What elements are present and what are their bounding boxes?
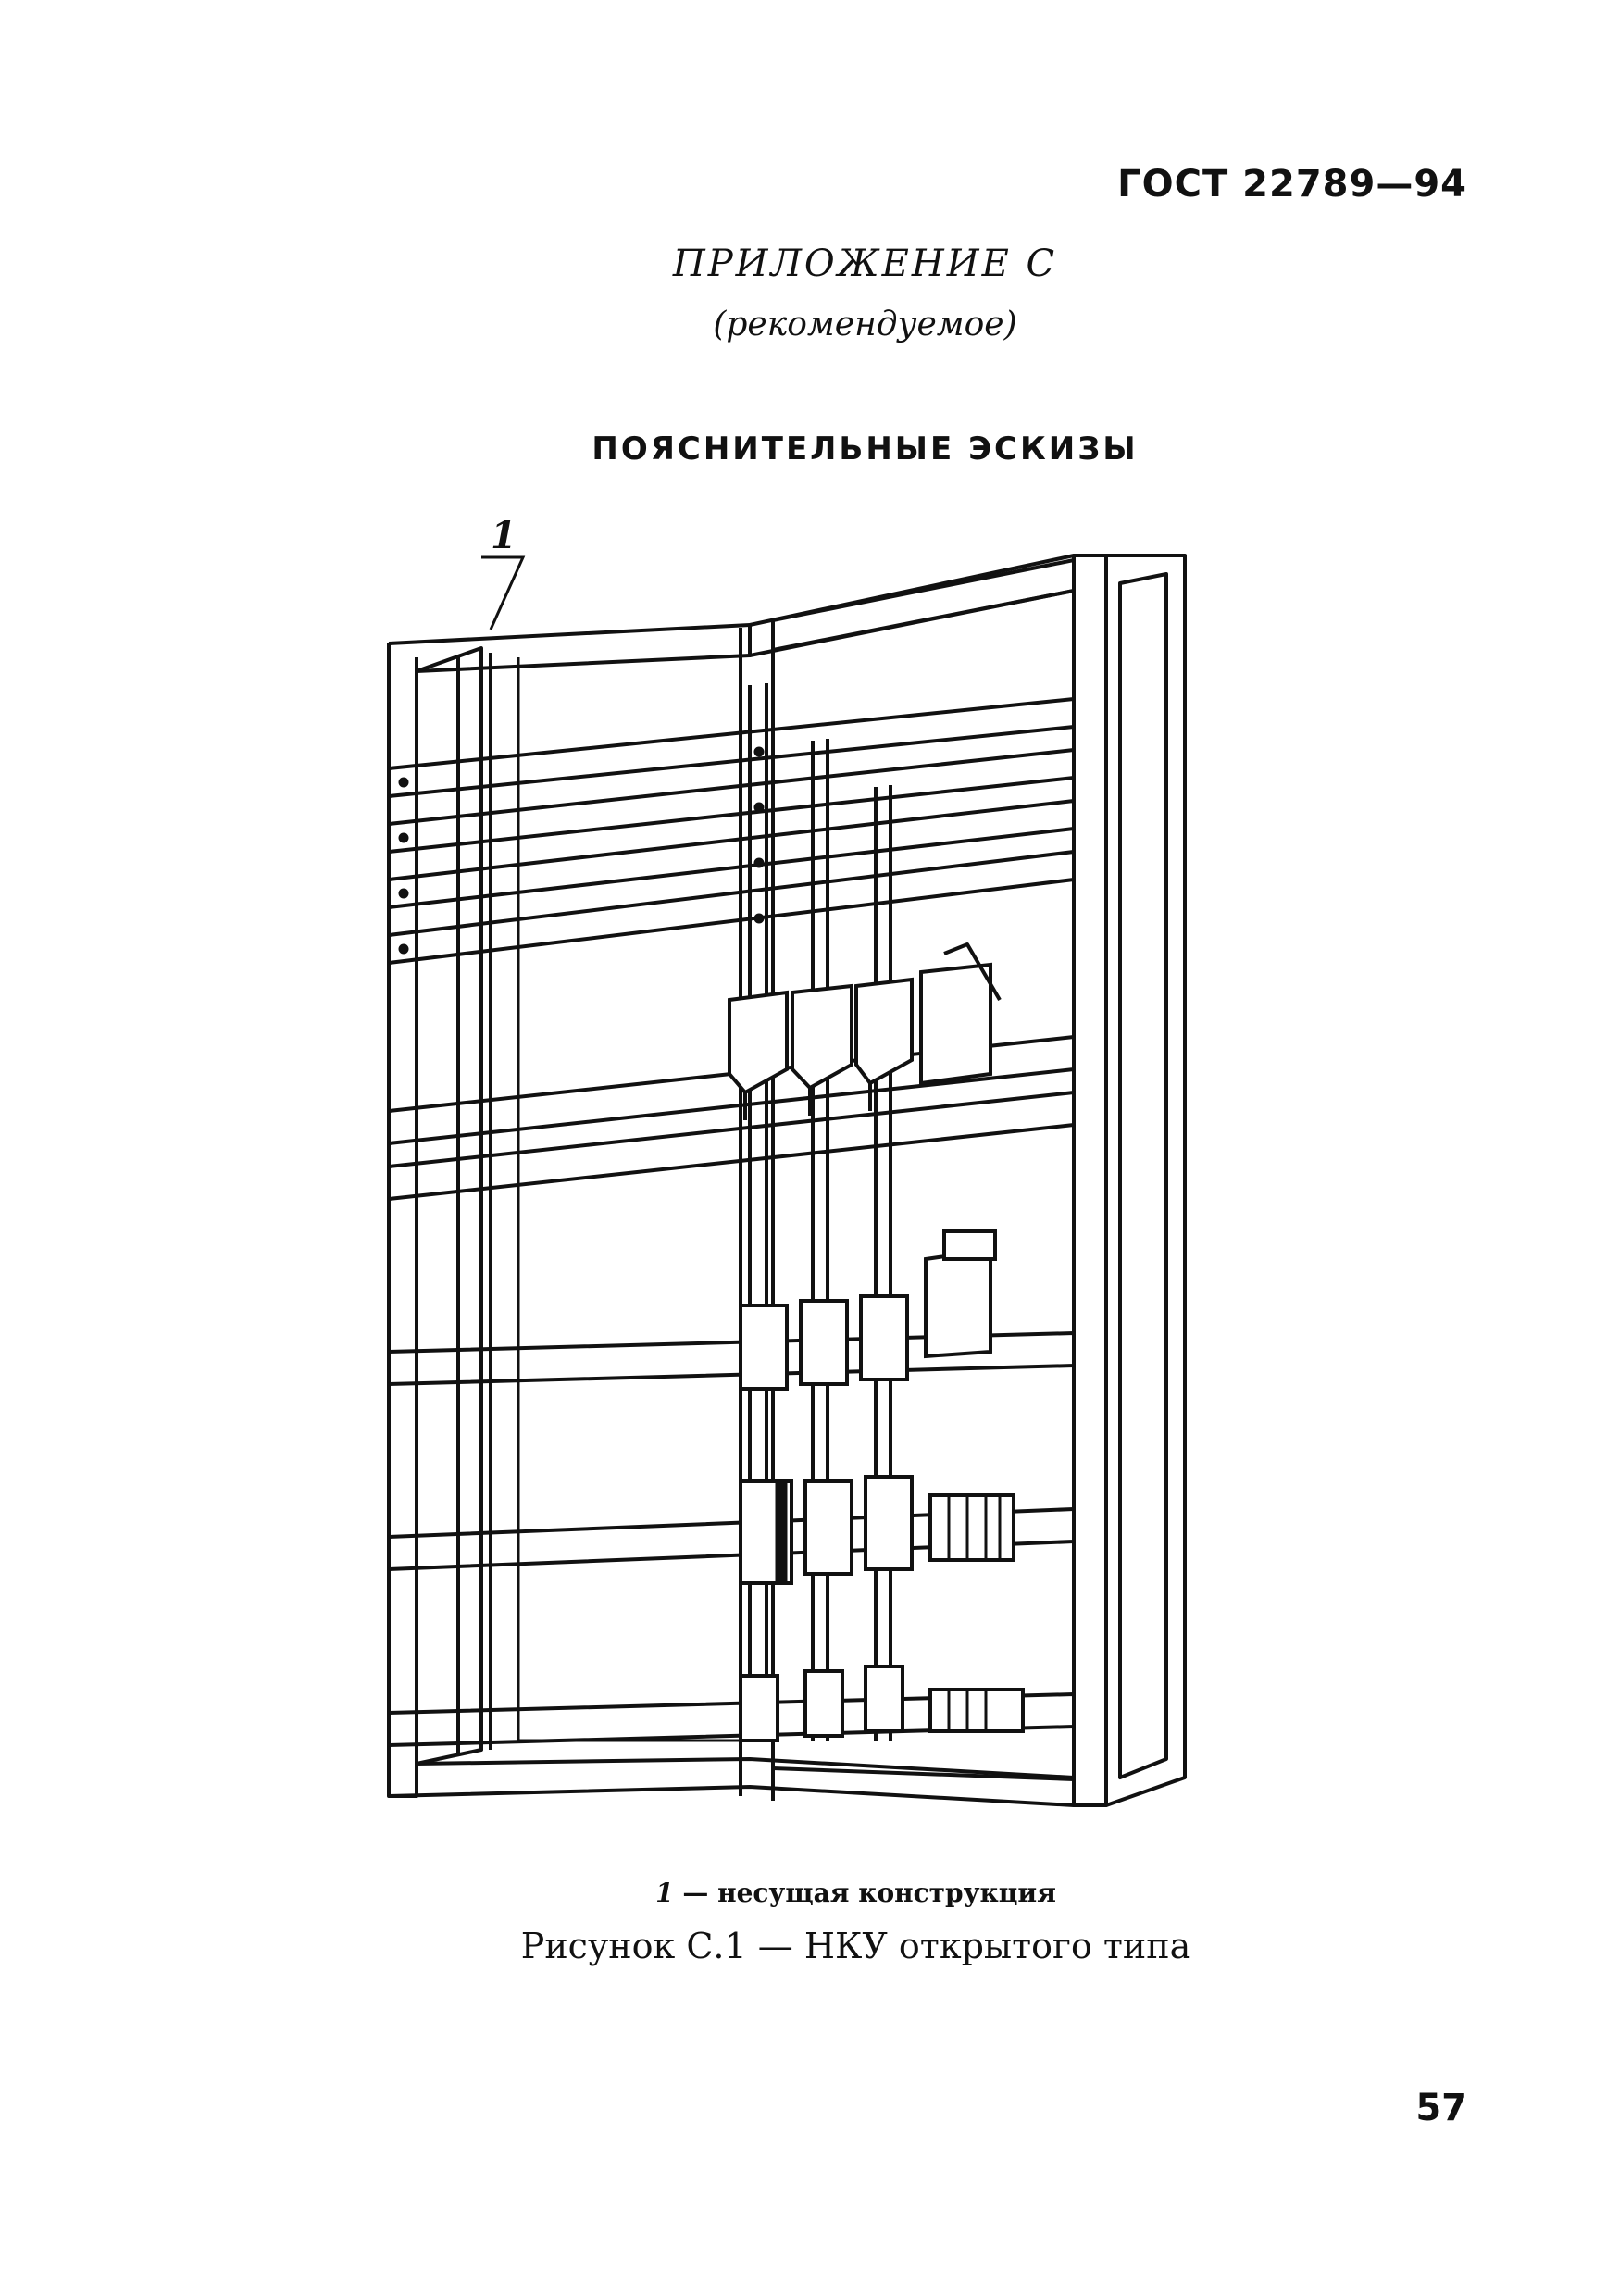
busbars [388, 697, 1076, 965]
figure-caption: Рисунок С.1 — НКУ открытого типа [520, 1926, 1191, 1966]
figure-illustration: 1 [352, 514, 1277, 1833]
callout-1: 1 [481, 514, 526, 630]
devices-row-3 [739, 1475, 1015, 1585]
devices-row-2 [739, 1229, 997, 1391]
cabinet-frame-drawing: 1 [387, 514, 1187, 1807]
appendix-subtitle: (рекомендуемое) [713, 306, 1017, 343]
switch-devices-top [728, 942, 1002, 1120]
support-structure [387, 554, 1187, 1807]
devices-row-4 [739, 1665, 1025, 1742]
appendix-title: ПРИЛОЖЕНИЕ С [672, 243, 1058, 285]
callout-label: 1 [491, 518, 517, 557]
legend-number: 1 [655, 1878, 674, 1908]
section-title: ПОЯСНИТЕЛЬНЫЕ ЭСКИЗЫ [592, 430, 1139, 468]
legend-text: — несущая конструкция [673, 1878, 1056, 1908]
standard-designation: ГОСТ 22789—94 [1117, 163, 1467, 206]
figure-legend: 1 — несущая конструкция [0, 1878, 1619, 1908]
page-number: 57 [1415, 2087, 1467, 2129]
